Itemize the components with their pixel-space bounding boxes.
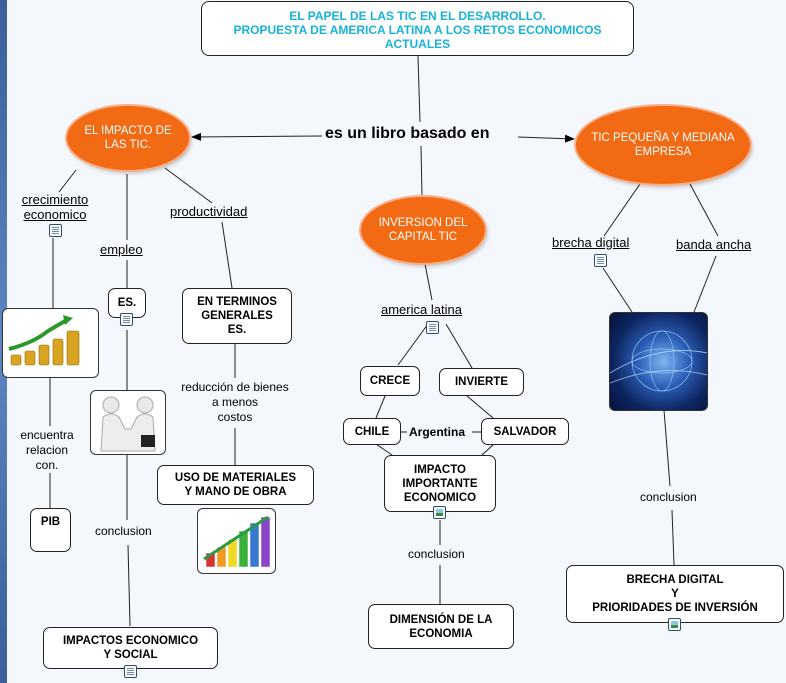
- edge-phrase-right: [517, 134, 575, 143]
- edge-right-brecha: [603, 183, 641, 237]
- handshake-picture: [90, 390, 166, 455]
- edge-title-phrase: [417, 55, 421, 123]
- edge-phrase-middle: [420, 145, 423, 198]
- label-conclusion-middle: conclusion: [408, 547, 465, 562]
- box-crece[interactable]: CRECE: [360, 366, 420, 396]
- edge-chile-impacto: [375, 443, 393, 456]
- bar-chart-picture: [197, 508, 276, 574]
- center-linking-phrase: es un libro basado en: [322, 125, 493, 143]
- edge-productividad-terminos: [221, 221, 233, 289]
- label-brecha-digital: brecha digital: [552, 235, 630, 250]
- note-icon[interactable]: [49, 224, 62, 237]
- edge-globe-conclusion: [663, 409, 671, 487]
- picture-icon[interactable]: [433, 506, 446, 519]
- concept-tic-pyme[interactable]: TIC PEQUEÑA Y MEDIANA EMPRESA: [576, 106, 750, 184]
- edge-conclusion-brecha-box: [671, 509, 675, 566]
- label-america-latina: america latina: [381, 302, 462, 317]
- edge-conclusion-impactos: [127, 544, 131, 627]
- edge-america-crece: [397, 323, 429, 366]
- edge-banda-globe: [693, 255, 717, 313]
- note-icon[interactable]: [120, 313, 133, 326]
- edge-invierte-salvador: [466, 395, 494, 419]
- label-conclusion-left: conclusion: [95, 524, 152, 539]
- concept-impacto-tic[interactable]: EL IMPACTO DE LAS TIC.: [67, 106, 189, 170]
- label-encuentra-relacion: encuentra relacion con.: [14, 428, 80, 473]
- label-reduccion-bienes: reducción de bienes a menos costos: [168, 380, 302, 425]
- edge-left-crecimiento: [55, 169, 77, 197]
- label-conclusion-right: conclusion: [640, 490, 697, 505]
- label-empleo: empleo: [100, 242, 143, 257]
- edge-america-invierte: [445, 323, 473, 369]
- edge-left-productividad: [164, 167, 213, 204]
- note-icon[interactable]: [124, 665, 137, 678]
- note-icon[interactable]: [594, 254, 607, 267]
- box-invierte[interactable]: INVIERTE: [439, 368, 524, 396]
- box-en-terminos-generales[interactable]: EN TERMINOS GENERALES ES.: [182, 288, 292, 344]
- label-productividad: productividad: [170, 204, 248, 219]
- box-chile[interactable]: CHILE: [343, 418, 401, 445]
- concept-inversion-capital[interactable]: INVERSION DEL CAPITAL TIC: [361, 197, 485, 263]
- picture-icon[interactable]: [668, 618, 681, 631]
- box-pib[interactable]: PIB: [30, 508, 71, 552]
- label-crecimiento-economico: crecimiento economico: [14, 192, 96, 222]
- box-impactos-economico-social[interactable]: IMPACTOS ECONOMICO Y SOCIAL: [43, 627, 218, 669]
- box-salvador[interactable]: SALVADOR: [481, 418, 569, 445]
- edge-phrase-left: [191, 132, 323, 141]
- box-dimension-economia[interactable]: DIMENSIÓN DE LA ECONOMIA: [368, 604, 514, 649]
- map-title: EL PAPEL DE LAS TIC EN EL DESARROLLO. PR…: [201, 1, 634, 56]
- box-impacto-importante[interactable]: IMPACTO IMPORTANTE ECONOMICO: [384, 455, 496, 512]
- box-es[interactable]: ES.: [108, 288, 146, 318]
- coins-growth-picture: [2, 308, 99, 378]
- edge-brecha-globe: [602, 267, 633, 313]
- edge-right-banda: [689, 183, 719, 237]
- box-uso-materiales[interactable]: USO DE MATERIALES Y MANO DE OBRA: [157, 465, 314, 505]
- edge-crece-chile: [375, 395, 386, 419]
- globe-picture: [609, 312, 708, 411]
- edge-salvador-impacto: [481, 443, 495, 456]
- edge-middle-america: [424, 263, 433, 301]
- label-argentina: Argentina: [407, 425, 468, 439]
- note-icon[interactable]: [426, 321, 439, 334]
- label-banda-ancha: banda ancha: [676, 237, 752, 252]
- box-brecha-prioridades[interactable]: BRECHA DIGITAL Y PRIORIDADES DE INVERSIÓ…: [566, 565, 784, 623]
